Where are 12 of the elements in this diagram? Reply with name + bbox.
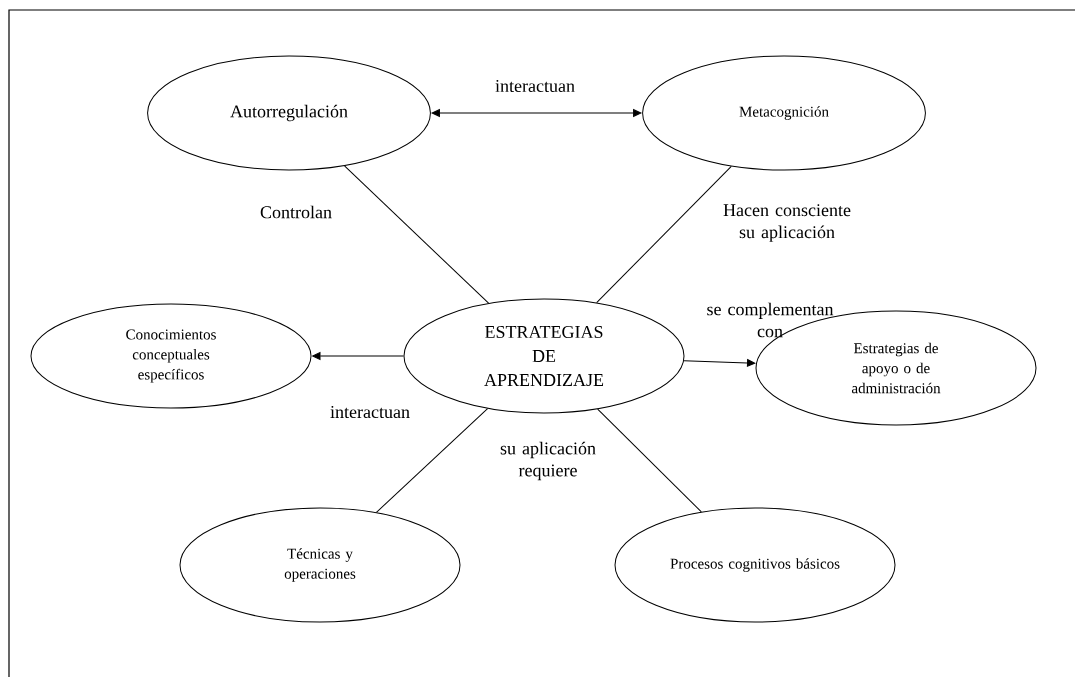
edge-label: se complementan con [707, 302, 834, 338]
connector-line [375, 408, 489, 513]
edge-label: Hacen consciente su aplicación [723, 204, 851, 242]
edge-label: Controlan [260, 205, 332, 219]
relation-label: su aplicación requiere [500, 441, 596, 481]
connector-line [597, 408, 702, 513]
arrow [683, 359, 756, 367]
connector-line [344, 165, 490, 304]
connector-line [596, 165, 732, 304]
arrow [312, 352, 404, 360]
edge-label: interactuan [495, 79, 575, 93]
arrow [431, 109, 642, 117]
